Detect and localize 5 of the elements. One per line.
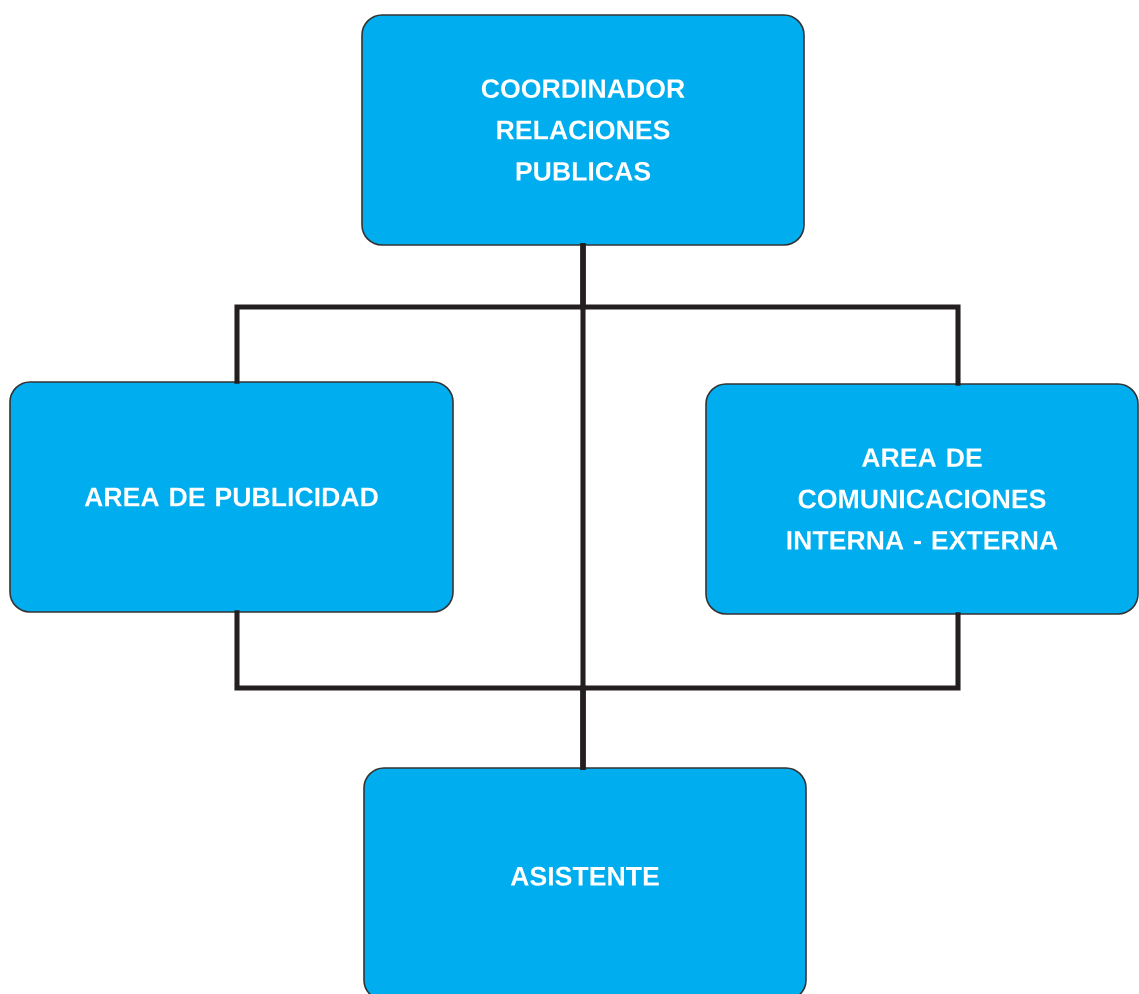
org-box: AREA DE PUBLICIDAD bbox=[9, 381, 454, 613]
connector-line bbox=[580, 612, 961, 770]
org-box: AREA DE COMUNICACIONES INTERNA - EXTERNA bbox=[705, 383, 1139, 615]
org-box: ASISTENTE bbox=[363, 767, 807, 994]
org-box: COORDINADOR RELACIONES PUBLICAS bbox=[361, 14, 805, 246]
